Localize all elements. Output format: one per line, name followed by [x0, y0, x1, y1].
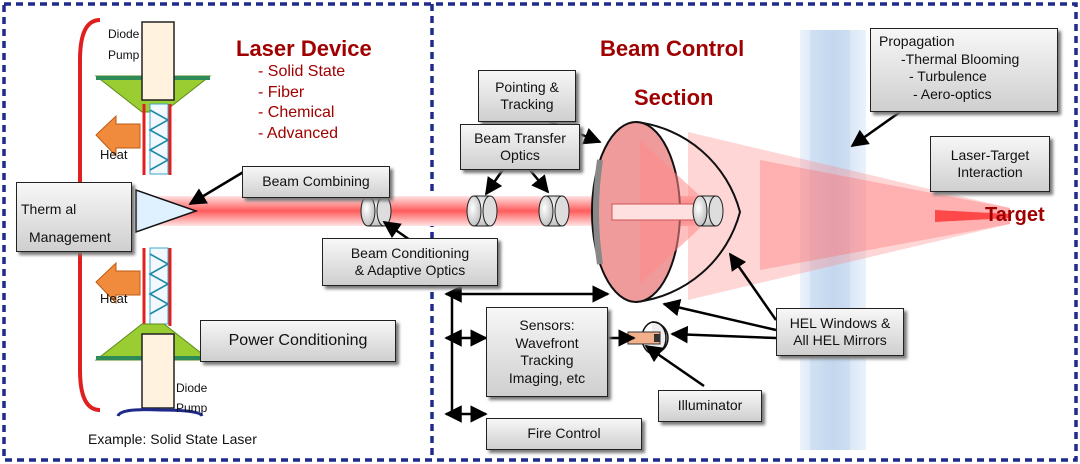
base-brace	[116, 408, 204, 417]
heat-arrow-top	[95, 114, 141, 158]
laser-target-box: Laser-Target Interaction	[930, 136, 1050, 192]
transfer-label-1: Beam Transfer	[474, 129, 566, 146]
hel-label-1: HEL Windows &	[789, 314, 891, 331]
propagation-box: Propagation -Thermal Blooming - Turbulen…	[870, 28, 1058, 112]
outgoing-beam	[688, 132, 1010, 300]
transfer-label-2: Optics	[500, 147, 540, 163]
beam-conditioning-box: Beam Conditioning & Adaptive Optics	[322, 238, 498, 286]
power-conditioning-label: Power Conditioning	[228, 332, 368, 349]
sensors-label-3: Tracking	[520, 352, 574, 368]
thermal-label-3: Management	[29, 228, 111, 245]
laser-target-label-1: Laser-Target	[950, 146, 1030, 163]
diode-pump-bottom	[141, 333, 175, 409]
atmosphere-column	[800, 30, 866, 450]
lens-1	[360, 195, 392, 227]
sensors-label-2: Wavefront	[515, 334, 579, 351]
hel-label-2: All HEL Mirrors	[793, 332, 887, 348]
beam-combining-label: Beam Combining	[262, 173, 370, 190]
heat-top-label: Heat	[100, 147, 128, 162]
hel-windows-box: HEL Windows & All HEL Mirrors	[776, 308, 904, 356]
beam-director	[591, 121, 742, 303]
pointing-tracking-box: Pointing & Tracking	[478, 70, 576, 122]
lens-3	[538, 195, 570, 227]
propagation-title: Propagation	[879, 33, 955, 49]
beam-conditioning-label-2: & Adaptive Optics	[354, 262, 466, 278]
illuminator-box: Illuminator	[658, 390, 762, 422]
laser-target-label-2: Interaction	[957, 164, 1023, 180]
propagation-item-1: -Thermal Blooming	[901, 50, 1020, 67]
laser-device-title: Laser Device	[236, 36, 372, 61]
beam-combining-box: Beam Combining	[242, 166, 390, 198]
propagation-item-2: - Turbulence	[909, 68, 987, 84]
diode-pump-top-label-2: Pump	[108, 48, 140, 62]
section-title: Section	[634, 85, 714, 110]
diode-pump-bottom-label-1: Diode	[176, 381, 208, 395]
lens-2	[466, 195, 498, 227]
thermal-management-box: Therm al Management	[16, 182, 132, 252]
diode-pump-top	[141, 21, 175, 101]
example-caption: Example: Solid State Laser	[88, 431, 257, 447]
heat-arrow-bottom	[95, 261, 141, 305]
beam-conditioning-label-1: Beam Conditioning	[350, 244, 470, 261]
heat-bottom-label: Heat	[100, 291, 128, 306]
sensors-label-1: Sensors:	[519, 317, 575, 333]
pointing-label-1: Pointing &	[495, 78, 559, 95]
illuminator-label: Illuminator	[677, 397, 743, 414]
beam-control-title: Beam Control	[600, 36, 745, 61]
target-spot	[935, 210, 1010, 222]
pointing-label-2: Tracking	[500, 96, 554, 112]
propagation-item-3: - Aero-optics	[913, 85, 992, 102]
target-label: Target	[985, 204, 1045, 226]
diode-pump-top-label-1: Diode	[108, 27, 140, 41]
fire-control-label: Fire Control	[527, 425, 601, 442]
laser-type-chemical: - Chemical	[258, 104, 335, 121]
beam-transfer-optics-box: Beam Transfer Optics	[460, 124, 580, 170]
sensors-label-4: Imaging, etc	[508, 369, 586, 386]
thermal-label-1: Therm	[21, 201, 62, 217]
power-conditioning-box: Power Conditioning	[200, 320, 396, 362]
laser-type-fiber: - Fiber	[258, 84, 305, 101]
thermal-label-2: al	[65, 201, 77, 217]
gain-medium	[135, 188, 199, 234]
sensors-box: Sensors: Wavefront Tracking Imaging, etc	[486, 307, 608, 397]
laser-type-advanced: - Advanced	[258, 125, 339, 142]
thermal-label-row: Therm al	[21, 201, 76, 219]
diode-pump-bottom-label-2: Pump	[176, 401, 208, 415]
fire-control-box: Fire Control	[486, 418, 642, 450]
laser-type-solid-state: - Solid State	[258, 63, 346, 80]
